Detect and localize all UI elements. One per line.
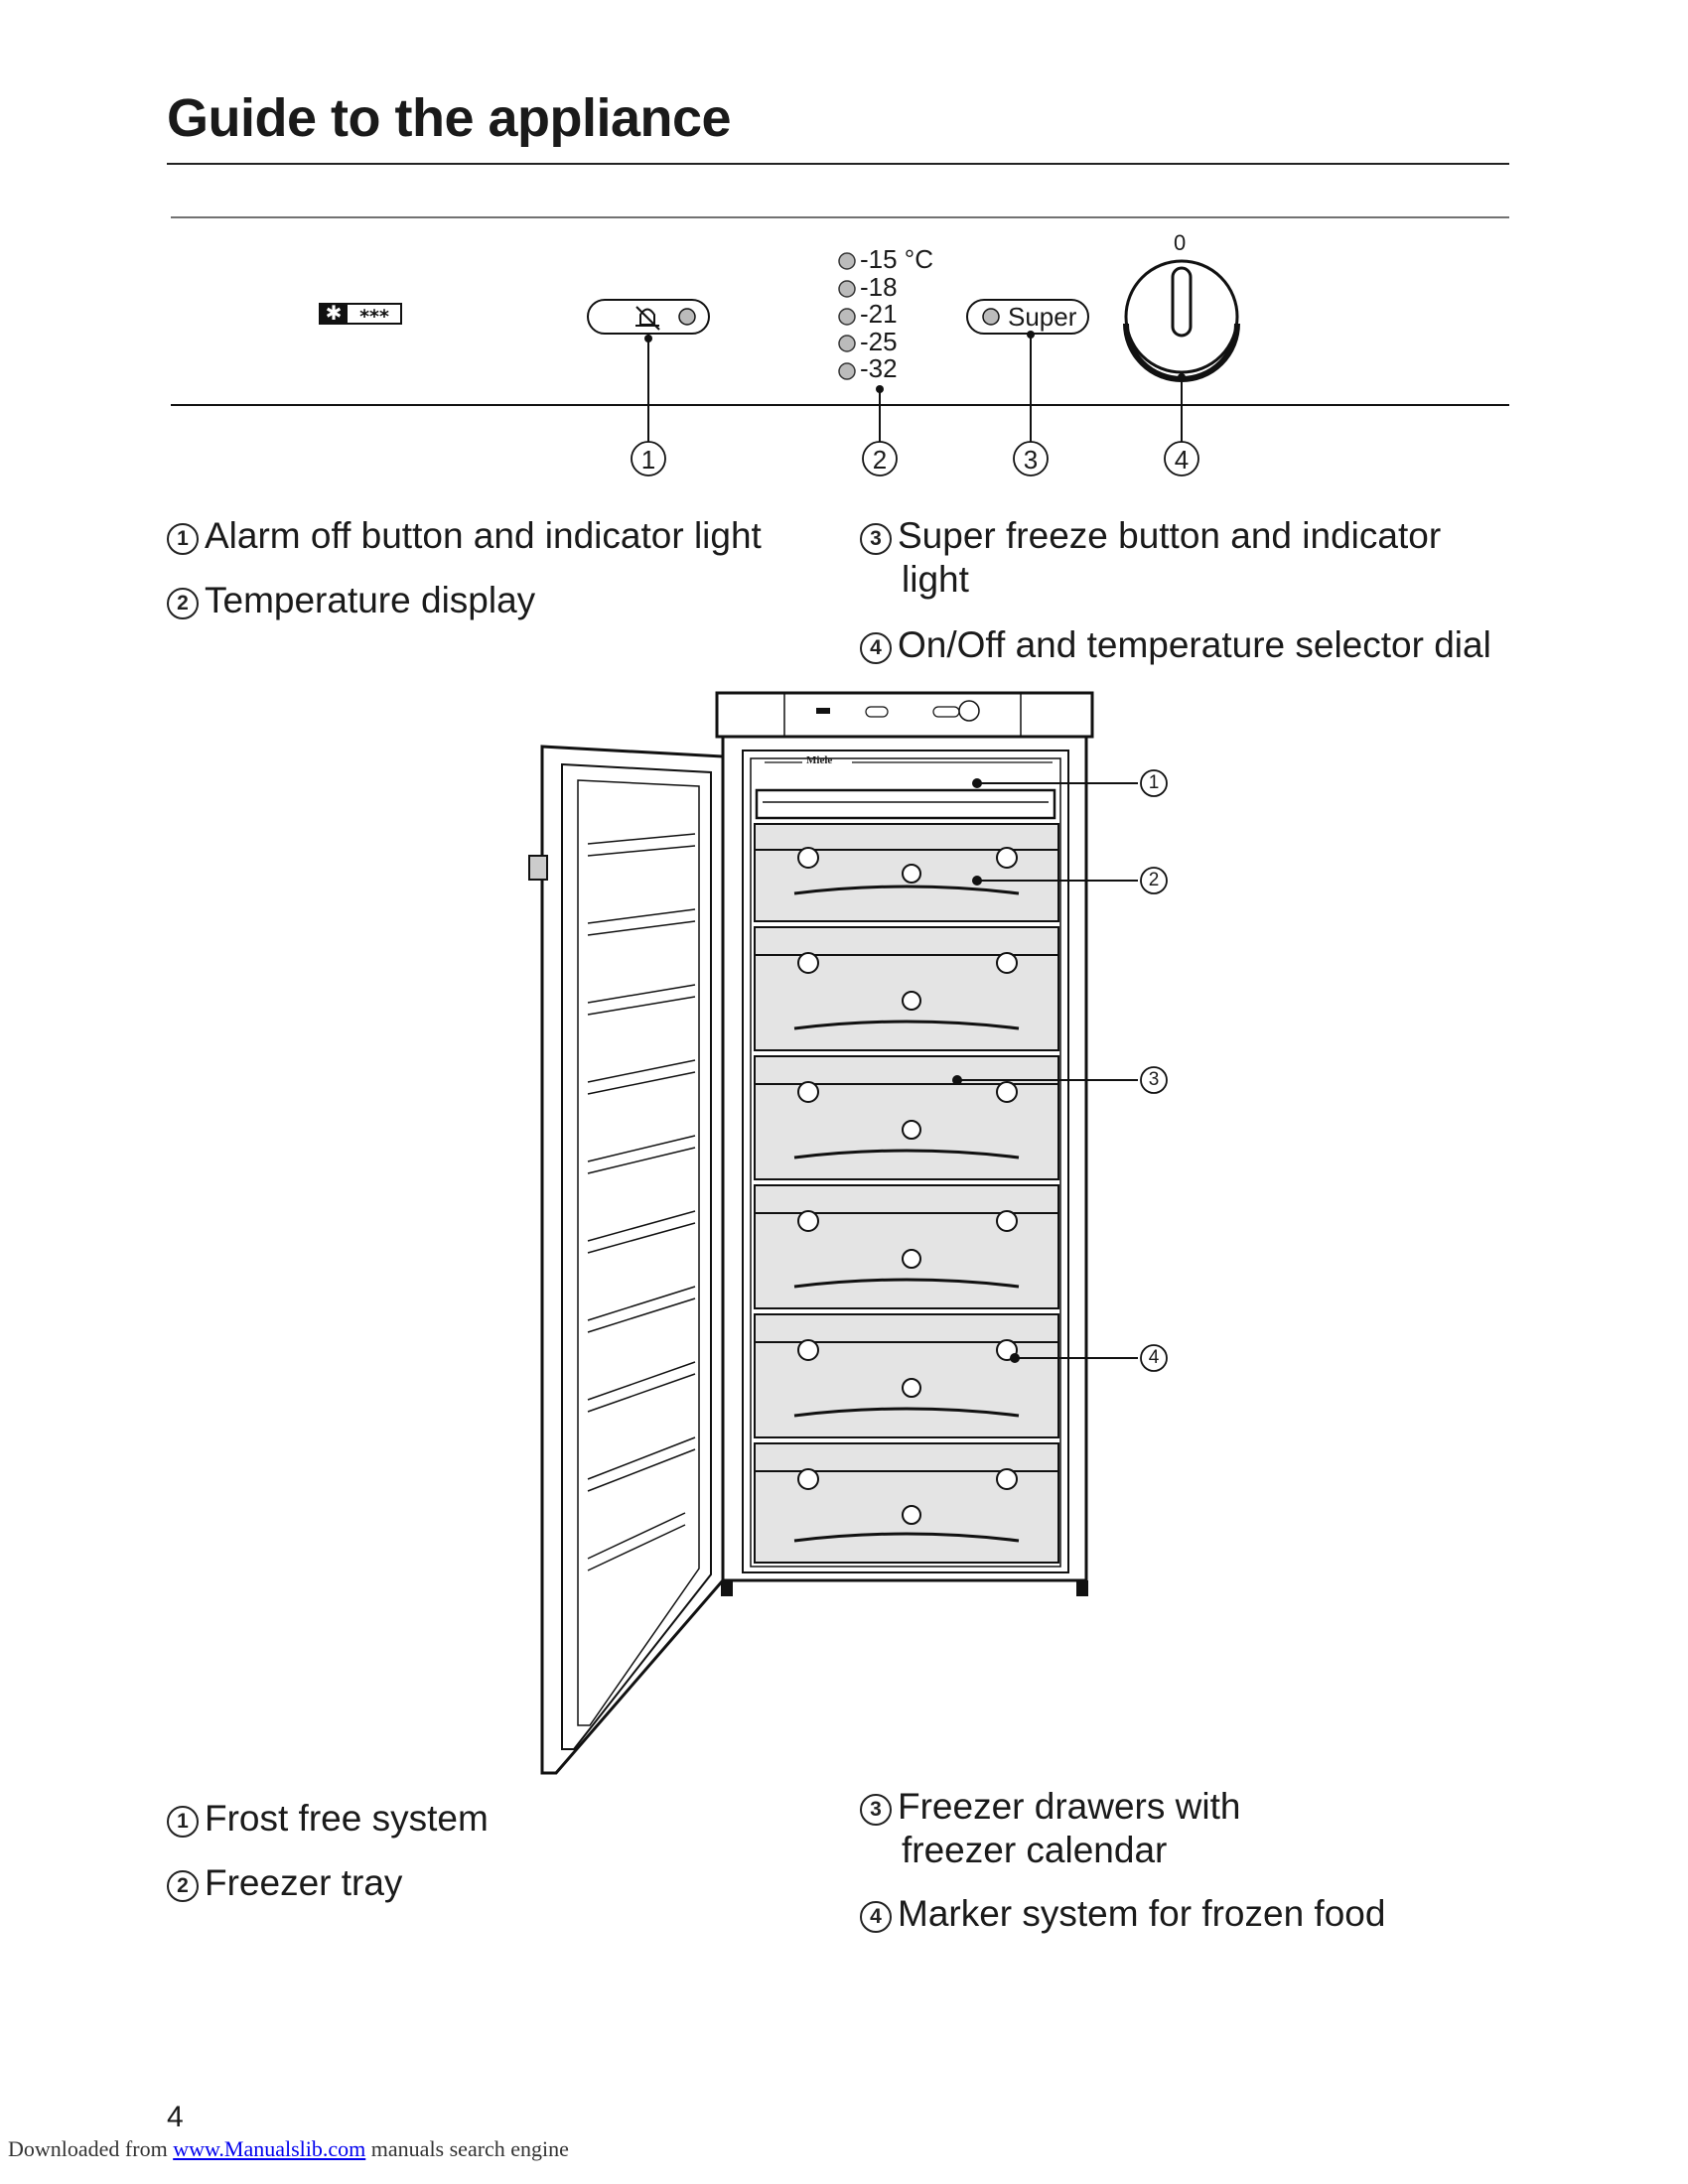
footer-prefix: Downloaded from bbox=[8, 2136, 174, 2161]
callout-1 bbox=[631, 441, 666, 477]
legend-number: 3 bbox=[860, 1794, 892, 1826]
freezer-callout-label: 2 bbox=[1148, 870, 1160, 890]
legend-text: Alarm off button and indicator light bbox=[205, 515, 762, 556]
alarm-off-button bbox=[587, 299, 710, 335]
freezer-callout-4 bbox=[1140, 1344, 1168, 1372]
freezer-callout-label: 1 bbox=[1148, 772, 1160, 793]
page-title: Guide to the appliance bbox=[167, 88, 732, 148]
freezer-callout-3 bbox=[1140, 1066, 1168, 1094]
callout-label: 4 bbox=[1174, 445, 1190, 475]
freezer-callout-label: 3 bbox=[1148, 1069, 1160, 1090]
title-divider bbox=[167, 163, 1509, 165]
freezer-callout-label: 4 bbox=[1148, 1347, 1160, 1368]
legend-number: 4 bbox=[860, 1901, 892, 1933]
legend-text: Frost free system bbox=[205, 1798, 489, 1839]
callout-label: 1 bbox=[640, 445, 656, 475]
super-indicator-light bbox=[982, 308, 1000, 326]
freezer-callout-2 bbox=[1140, 867, 1168, 894]
freezer-star-rating-icon: ✱ *** bbox=[319, 301, 402, 328]
drawer bbox=[754, 1313, 1059, 1438]
callout-3 bbox=[1013, 441, 1049, 477]
temp-label: -32 bbox=[860, 353, 898, 384]
drawer bbox=[754, 1184, 1059, 1309]
legend-number: 1 bbox=[167, 1806, 199, 1838]
legend-text: Freezer drawers with bbox=[898, 1786, 1241, 1827]
legend-number: 3 bbox=[860, 523, 892, 555]
temperature-selector-dial bbox=[1123, 259, 1240, 382]
door-shelves bbox=[587, 833, 696, 1571]
dial-zero-label: 0 bbox=[1174, 230, 1187, 255]
temp-label: -21 bbox=[860, 299, 898, 330]
page-number: 4 bbox=[167, 2101, 184, 2133]
bell-crossed-icon bbox=[635, 306, 660, 331]
callout-label: 3 bbox=[1023, 445, 1039, 475]
legend-text: Temperature display bbox=[205, 580, 536, 620]
legend-text: Marker system for frozen food bbox=[898, 1893, 1386, 1934]
legend-text: On/Off and temperature selector dial bbox=[898, 624, 1491, 665]
legend-number: 1 bbox=[167, 523, 199, 555]
legend-text-continued: light bbox=[902, 559, 969, 600]
super-freeze-button bbox=[966, 299, 1089, 335]
legend-number: 2 bbox=[167, 1870, 199, 1902]
svg-text:***: *** bbox=[359, 306, 389, 328]
legend-number: 2 bbox=[167, 588, 199, 619]
freezer-illustration bbox=[528, 691, 1094, 1775]
drawer bbox=[754, 823, 1059, 922]
drawer bbox=[754, 1442, 1059, 1564]
legend-text: Super freeze button and indicator bbox=[898, 515, 1442, 556]
appliance-illustration: ✱ *** bbox=[171, 216, 1509, 1775]
footer-suffix: manuals search engine bbox=[365, 2136, 569, 2161]
freezer-callout-1 bbox=[1140, 769, 1168, 797]
alarm-indicator-light bbox=[678, 308, 696, 326]
manualslib-link[interactable]: www.Manualslib.com bbox=[173, 2136, 366, 2161]
temp-label: -18 bbox=[860, 271, 898, 302]
download-footer: Downloaded from www.Manualslib.com manua… bbox=[8, 2136, 569, 2162]
svg-text:✱: ✱ bbox=[326, 301, 343, 325]
super-label: Super bbox=[1008, 302, 1077, 332]
brand-label: Miele bbox=[806, 754, 833, 766]
freezer-drawers bbox=[754, 823, 1059, 1564]
callout-label: 2 bbox=[872, 445, 888, 475]
drawer bbox=[754, 1055, 1059, 1180]
legend-text: Freezer tray bbox=[205, 1862, 403, 1903]
callout-4 bbox=[1164, 441, 1199, 477]
legend-text-continued: freezer calendar bbox=[902, 1830, 1168, 1870]
temp-label: -15 °C bbox=[860, 244, 933, 274]
legend-number: 4 bbox=[860, 632, 892, 664]
drawer bbox=[754, 926, 1059, 1051]
temperature-list: -15 °C -18 -21 -25 -32 bbox=[860, 244, 933, 384]
temperature-display bbox=[838, 252, 856, 380]
temp-label: -25 bbox=[860, 326, 898, 356]
callout-2 bbox=[862, 441, 898, 477]
